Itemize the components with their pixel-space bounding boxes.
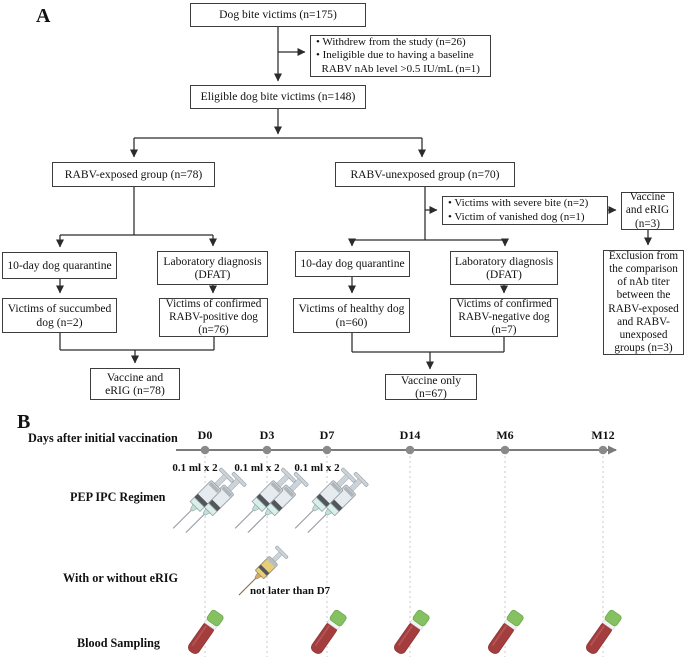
pep-syringe-icon-d3 — [228, 466, 310, 540]
timeline-dot-d0 — [200, 445, 210, 455]
flow-box-vaccine-erig-3: Vaccine and eRIG (n=3) — [621, 191, 674, 230]
pep-row-label: PEP IPC Regimen — [70, 490, 166, 504]
timepoint-label-m12: M12 — [591, 428, 615, 442]
flow-box-withdrawal: • Withdrew from the study (n=26) • Ineli… — [310, 35, 491, 77]
pep-syringe-icon-d0 — [166, 466, 248, 540]
timepoint-label-d0: D0 — [197, 428, 213, 442]
blood-tube-icon-d14 — [390, 608, 432, 657]
pep-syringe-icon-d7 — [288, 466, 370, 540]
flow-box-exposed-group: RABV-exposed group (n=78) — [52, 162, 215, 187]
erig-note: not later than D7 — [250, 585, 331, 597]
panel-b-label: B — [17, 411, 31, 433]
timeline-dot-d3 — [262, 445, 272, 455]
flow-box-dfat-unexposed: Laboratory diagnosis (DFAT) — [450, 251, 558, 285]
timeline-row-label: Days after initial vaccination — [28, 431, 178, 445]
flow-box-vaccine-erig-78: Vaccine and eRIG (n=78) — [90, 368, 180, 400]
dose-label-d3: 0.1 ml x 2 — [234, 462, 280, 474]
flow-connectors — [56, 27, 652, 370]
timeline-dot-m12 — [598, 445, 608, 455]
timepoint-label-m6: M6 — [496, 428, 514, 442]
blood-row-label: Blood Sampling — [77, 636, 160, 650]
timepoint-label-d14: D14 — [399, 428, 421, 442]
timeline-dot-m6 — [500, 445, 510, 455]
flow-box-unexposed-group: RABV-unexposed group (n=70) — [335, 162, 515, 187]
dose-label-d0: 0.1 ml x 2 — [172, 462, 218, 474]
flow-box-exclusion: Exclusion from the comparison of nAb tit… — [603, 250, 684, 355]
flow-box-vaccine-only: Vaccine only (n=67) — [385, 374, 477, 400]
flow-box-eligible: Eligible dog bite victims (n=148) — [190, 85, 366, 109]
flow-box-quarantine-unexposed: 10-day dog quarantine — [295, 251, 410, 277]
flow-box-rabv-positive: Victims of confirmed RABV-positive dog (… — [159, 298, 268, 337]
blood-tube-icon-d7 — [307, 608, 349, 657]
flow-box-dfat-exposed: Laboratory diagnosis (DFAT) — [157, 251, 268, 285]
flow-box-rabv-negative: Victims of confirmed RABV-negative dog (… — [450, 298, 558, 337]
timeline-gridlines — [204, 456, 604, 657]
flow-box-healthy: Victims of healthy dog (n=60) — [293, 298, 410, 333]
timeline-dot-d7 — [322, 445, 332, 455]
dose-label-d7: 0.1 ml x 2 — [294, 462, 340, 474]
timepoint-label-d3: D3 — [259, 428, 275, 442]
erig-row-label: With or without eRIG — [63, 571, 179, 585]
timepoint-label-d7: D7 — [319, 428, 335, 442]
flow-box-quarantine-exposed: 10-day dog quarantine — [2, 252, 117, 279]
flow-box-succumbed: Victims of succumbed dog (n=2) — [2, 298, 117, 333]
flow-box-unexposed-exclusions: • Victims with severe bite (n=2) • Victi… — [442, 196, 608, 225]
panel-a-label: A — [36, 5, 51, 27]
flow-box-dog-bite-victims: Dog bite victims (n=175) — [190, 3, 366, 27]
timeline-dot-d14 — [405, 445, 415, 455]
timeline-axis — [176, 445, 617, 657]
